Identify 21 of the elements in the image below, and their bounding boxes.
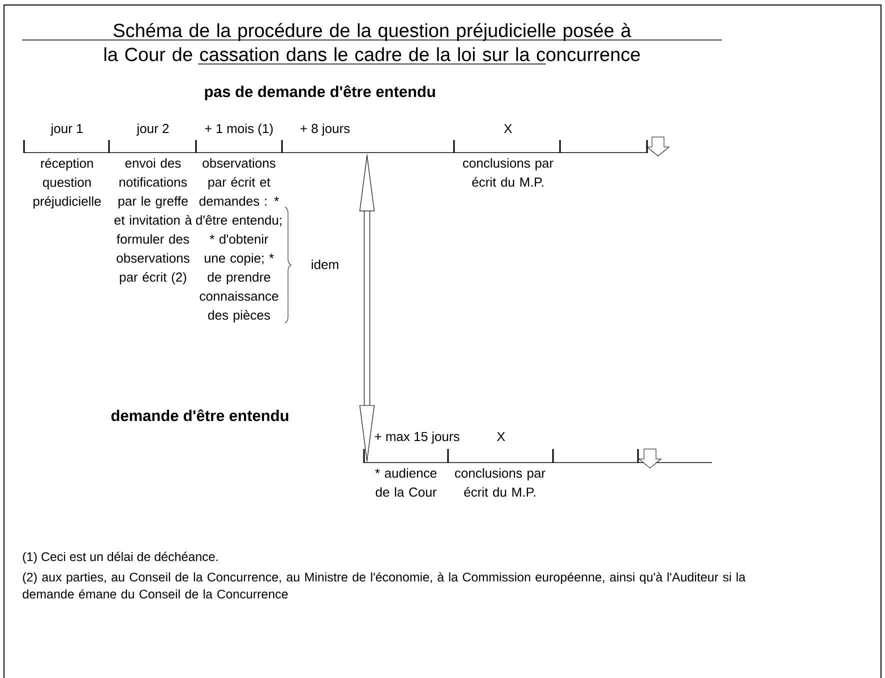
label: jour 1 bbox=[50, 124, 83, 136]
label: conclusions par écrit du M.P. bbox=[455, 468, 546, 497]
label: + max 15 jours bbox=[374, 432, 460, 444]
label: jour 2 bbox=[136, 124, 169, 136]
timeline bbox=[364, 462, 712, 463]
label: + 1 mois (1) bbox=[205, 124, 273, 136]
label: + 8 jours bbox=[300, 124, 350, 136]
timeline bbox=[24, 152, 648, 153]
label: idem bbox=[312, 260, 338, 270]
label: réception question préjudicielle bbox=[34, 158, 101, 208]
label: conclusions par écrit du M.P. bbox=[463, 158, 554, 187]
footnote: (2) aux parties, au Conseil de la Concurrence, au Ministre de l'économie, à la Commission européenne, ainsi qu'à l'Auditeur si la demande émane du Conseil de la Concurrence bbox=[22, 572, 746, 599]
heading: demande d'être entendu bbox=[111, 409, 288, 422]
label: envoi des notifications par le greffe et invitation à formuler des observations par écrit (2) bbox=[114, 158, 192, 284]
label: X bbox=[504, 124, 512, 133]
title: Schéma de la procédure de la question préjudicielle posée à la Cour de cassation dans le cadre de la loi sur la concurrence bbox=[22, 23, 722, 64]
footnote: (1) Ceci est un délai de déchéance. bbox=[22, 552, 218, 564]
label: observations par écrit et demandes : * d'être entendu; * d'obtenir une copie; * de prendre connaissance des pièces bbox=[196, 158, 282, 322]
label: * audience de la Cour bbox=[375, 468, 436, 497]
heading: pas de demande d'être entendu bbox=[205, 85, 435, 100]
label: X bbox=[496, 432, 506, 441]
